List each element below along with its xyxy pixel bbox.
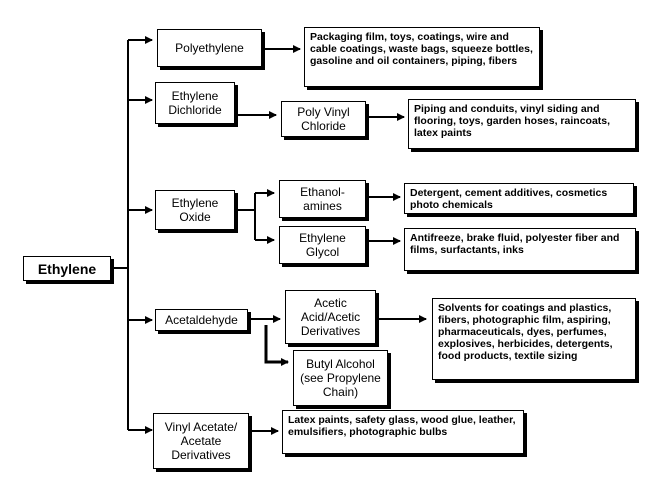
uses-polyethylene: Packaging film, toys, coatings, wire and… [304,27,540,87]
node-ethylene-label: Ethylene [37,260,97,277]
uses-pvc: Piping and conduits, vinyl siding and fl… [408,99,636,149]
uses-vinyl-acetate: Latex paints, safety glass, wood glue, l… [282,410,524,454]
uses-pvc-text: Piping and conduits, vinyl siding and fl… [414,103,611,139]
uses-acetic-acid: Solvents for coatings and plastics, fibe… [432,298,636,380]
uses-acetic-acid-text: Solvents for coatings and plastics, fibe… [438,302,613,362]
uses-polyethylene-text: Packaging film, toys, coatings, wire and… [310,31,533,67]
node-poly-vinyl-chloride: Poly Vinyl Chloride [281,101,366,137]
node-ethylene-glycol: Ethylene Glycol [279,226,366,264]
node-ethylene-dichloride: Ethylene Dichloride [155,82,235,124]
node-ethanolamines-label: Ethanol- amines [300,185,345,213]
node-poly-vinyl-chloride-label: Poly Vinyl Chloride [297,105,350,133]
node-ethylene-oxide: Ethylene Oxide [155,190,235,230]
node-vinyl-acetate-label: Vinyl Acetate/ Acetate Derivatives [164,420,238,462]
node-ethylene-dichloride-label: Ethylene Dichloride [168,89,222,117]
uses-ethylene-glycol: Antifreeze, brake fluid, polyester fiber… [404,228,636,271]
uses-ethanolamines: Detergent, cement additives, cosmetics p… [404,183,634,214]
arrow-acetaldehyde-to-butyl [264,325,289,366]
uses-ethylene-glycol-text: Antifreeze, brake fluid, polyester fiber… [410,232,620,256]
uses-ethanolamines-text: Detergent, cement additives, cosmetics p… [410,187,608,211]
node-butyl-alcohol: Butyl Alcohol (see Propylene Chain) [293,350,388,406]
node-acetaldehyde-label: Acetaldehyde [165,313,238,327]
node-butyl-alcohol-label: Butyl Alcohol (see Propylene Chain) [300,357,381,399]
node-acetic-acid-label: Acetic Acid/Acetic Derivatives [300,296,361,338]
node-polyethylene-label: Polyethylene [175,41,244,55]
node-vinyl-acetate: Vinyl Acetate/ Acetate Derivatives [153,413,249,469]
node-ethylene-oxide-label: Ethylene Oxide [171,196,219,224]
node-acetaldehyde: Acetaldehyde [155,309,248,331]
uses-vinyl-acetate-text: Latex paints, safety glass, wood glue, l… [288,414,516,438]
node-ethylene: Ethylene [23,256,111,281]
node-polyethylene: Polyethylene [157,29,262,67]
node-ethylene-glycol-label: Ethylene Glycol [299,231,346,259]
node-ethanolamines: Ethanol- amines [279,180,366,218]
node-acetic-acid: Acetic Acid/Acetic Derivatives [285,290,376,344]
